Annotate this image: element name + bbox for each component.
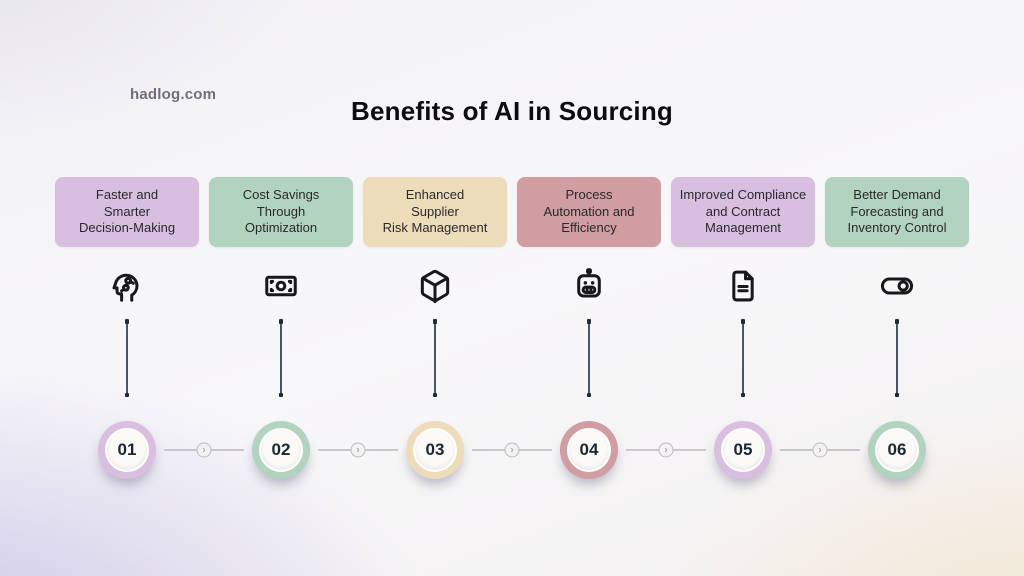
- connector-dot: [124, 319, 130, 324]
- vertical-connector: [50, 319, 204, 397]
- ai-head-icon: [50, 267, 204, 309]
- connector-dot: [894, 392, 900, 397]
- connector-line: [126, 323, 128, 393]
- connector-dot: [740, 392, 746, 397]
- arrow-connector: ›: [472, 442, 552, 458]
- timeline-step-2: 02 ›: [204, 421, 398, 479]
- step-label-line: Through: [256, 203, 306, 219]
- step-label-line: Process: [565, 187, 613, 203]
- step-number: 02: [259, 428, 303, 472]
- step-label-box-1: Faster and Smarter Decision-Making: [55, 177, 199, 247]
- step-label-line: Faster and: [95, 187, 159, 203]
- timeline-row: 01 › 02 › 03 › 04: [50, 421, 974, 479]
- cube-icon: [358, 267, 512, 309]
- connector-dot: [586, 319, 592, 324]
- step-label-line: Better Demand: [853, 187, 941, 203]
- step-label-line: Smarter: [103, 203, 151, 219]
- page-title: Benefits of AI in Sourcing: [350, 96, 674, 126]
- arrow-connector: ›: [780, 442, 860, 458]
- connector-dot: [124, 392, 130, 397]
- banknote-icon: [204, 267, 358, 309]
- connector-line: [896, 323, 898, 393]
- chevron-right-icon: ›: [504, 442, 520, 458]
- connector-dot: [278, 319, 284, 324]
- step-label-line: Supplier: [411, 203, 459, 219]
- step-label-box-5: Improved Compliance and Contract Managem…: [671, 177, 815, 247]
- connector-dot: [894, 319, 900, 324]
- step-label-line: Automation and: [543, 203, 635, 219]
- step-label-box-4: Process Automation and Efficiency: [517, 177, 661, 247]
- step-number-circle: 04: [560, 421, 618, 479]
- timeline-step-1: 01 ›: [50, 421, 244, 479]
- toggle-icon: [820, 267, 974, 309]
- step-number-circle: 02: [252, 421, 310, 479]
- step-number: 04: [567, 428, 611, 472]
- vertical-connector: [358, 319, 512, 397]
- step-label-line: Forecasting and: [850, 203, 944, 219]
- vertical-connector: [512, 319, 666, 397]
- icons-row: [50, 267, 974, 309]
- step-number-circle: 01: [98, 421, 156, 479]
- connector-line: [280, 323, 282, 393]
- chevron-right-icon: ›: [350, 442, 366, 458]
- step-label-line: Risk Management: [382, 220, 488, 236]
- step-label-line: Efficiency: [561, 220, 617, 236]
- step-number-circle: 05: [714, 421, 772, 479]
- timeline-step-6: 06: [820, 421, 974, 479]
- step-label-line: Inventory Control: [847, 220, 947, 236]
- arrow-connector: ›: [318, 442, 398, 458]
- step-label-box-2: Cost Savings Through Optimization: [209, 177, 353, 247]
- vertical-connector: [204, 319, 358, 397]
- chevron-right-icon: ›: [812, 442, 828, 458]
- connector-line: [434, 323, 436, 393]
- arrow-connector: ›: [164, 442, 244, 458]
- connector-dot: [432, 392, 438, 397]
- timeline-step-5: 05 ›: [666, 421, 860, 479]
- step-number-circle: 06: [868, 421, 926, 479]
- connector-dot: [740, 319, 746, 324]
- connector-dot: [586, 392, 592, 397]
- brand-text: hadlog.com: [130, 86, 217, 103]
- vertical-connector: [666, 319, 820, 397]
- step-number: 06: [875, 428, 919, 472]
- connector-line: [742, 323, 744, 393]
- step-label-box-3: Enhanced Supplier Risk Management: [363, 177, 507, 247]
- vertical-connector: [820, 319, 974, 397]
- connector-dot: [432, 319, 438, 324]
- arrow-connector: ›: [626, 442, 706, 458]
- step-label-line: Decision-Making: [78, 220, 176, 236]
- step-label-line: Management: [705, 220, 781, 236]
- vertical-connectors-row: [50, 319, 974, 397]
- step-label-line: Optimization: [244, 220, 318, 236]
- step-label-line: Enhanced: [405, 187, 465, 203]
- document-icon: [666, 267, 820, 309]
- timeline-step-3: 03 ›: [358, 421, 552, 479]
- connector-line: [588, 323, 590, 393]
- step-number-circle: 03: [406, 421, 464, 479]
- label-boxes-row: Faster and Smarter Decision-Making Cost …: [50, 177, 974, 247]
- step-label-box-6: Better Demand Forecasting and Inventory …: [825, 177, 969, 247]
- step-label-line: Cost Savings: [242, 187, 320, 203]
- step-number: 05: [721, 428, 765, 472]
- step-label-line: Improved Compliance: [679, 187, 807, 203]
- chevron-right-icon: ›: [658, 442, 674, 458]
- connector-dot: [278, 392, 284, 397]
- step-label-line: and Contract: [705, 203, 781, 219]
- chevron-right-icon: ›: [196, 442, 212, 458]
- step-number: 01: [105, 428, 149, 472]
- step-number: 03: [413, 428, 457, 472]
- robot-icon: [512, 267, 666, 309]
- timeline-step-4: 04 ›: [512, 421, 706, 479]
